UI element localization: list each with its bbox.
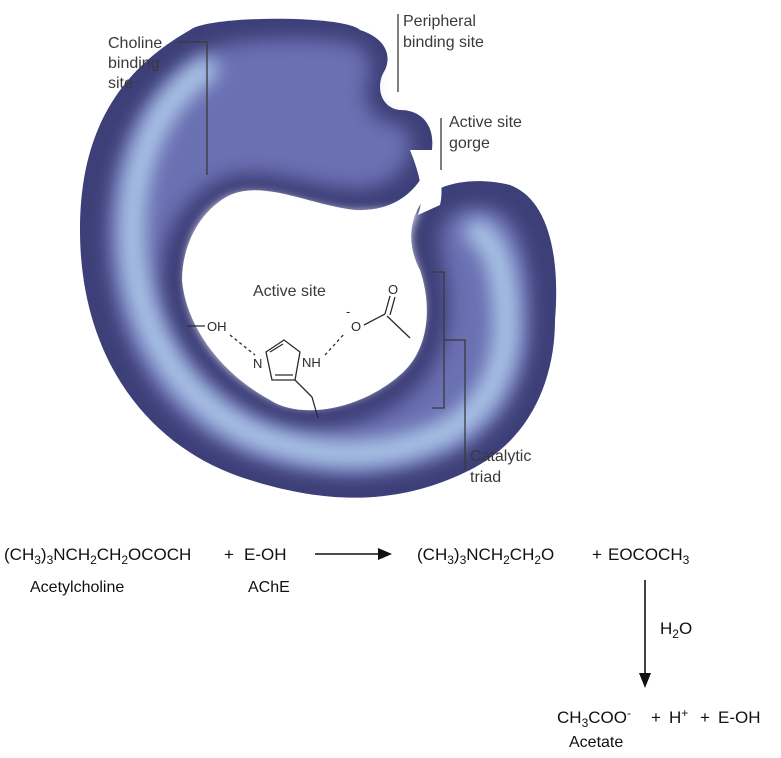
- reaction-scheme: (CH3)3NCH2CH2OCOCH + E-OH Acetylcholine …: [4, 545, 761, 751]
- enzyme-shape: [80, 18, 557, 498]
- triad-leader: [444, 339, 466, 470]
- choline-label-line-2: binding: [108, 55, 160, 72]
- hbond-his-glu: [324, 332, 346, 356]
- glutamate-carbonyl-o: O: [388, 282, 398, 297]
- plus-sign-1: +: [224, 545, 234, 564]
- choline-label-line-3: site: [108, 75, 133, 92]
- choline-leader: [178, 41, 208, 175]
- glutamate-bond: [386, 315, 411, 339]
- enzyme-body-mid: [108, 39, 531, 475]
- plus-sign-4: +: [700, 708, 710, 727]
- catalytic-triad-structure: [187, 295, 411, 419]
- histidine-n-label: N: [253, 356, 262, 371]
- triad-label-line-1: Catalytic: [470, 448, 531, 465]
- choline-label-line-1: Choline: [108, 35, 162, 52]
- diagram-labels: Choline binding site Peripheral binding …: [108, 13, 531, 486]
- enzyme-formula: E-OH: [244, 545, 287, 564]
- histidine-nh-label: NH: [302, 355, 321, 370]
- enzyme-name: AChE: [248, 579, 290, 596]
- carbonyl-double-2: [389, 296, 396, 316]
- peripheral-label-line-1: Peripheral: [403, 13, 476, 30]
- proton-formula: H+: [669, 706, 688, 727]
- gorge-label-line-1: Active site: [449, 114, 522, 131]
- acetate-name: Acetate: [569, 734, 623, 751]
- acetylcholine-formula: (CH3)3NCH2CH2OCOCH: [4, 545, 191, 567]
- active-site-label: Active site: [253, 283, 326, 300]
- plus-sign-2: +: [592, 545, 602, 564]
- gorge-label-line-2: gorge: [449, 135, 490, 152]
- plus-sign-3: +: [651, 708, 661, 727]
- triad-chem-labels: OH N NH - O O: [207, 282, 398, 371]
- hydrolysis-arrow-head: [639, 673, 651, 688]
- carbonyl-double-1: [384, 295, 391, 315]
- serine-oh-label: OH: [207, 319, 227, 334]
- enzyme-highlight: [118, 57, 520, 467]
- acetylated-enzyme-formula: EOCOCH3: [608, 545, 690, 567]
- reaction-arrow-head: [378, 548, 392, 560]
- water-label: H2O: [660, 619, 692, 641]
- glutamate-minus-sign: -: [346, 304, 350, 319]
- leader-lines: [178, 14, 466, 470]
- acetylcholine-name: Acetylcholine: [30, 579, 124, 596]
- regenerated-enzyme-formula: E-OH: [718, 708, 761, 727]
- carboxylate-bond: [363, 313, 386, 326]
- imidazole-ring: [265, 339, 301, 381]
- active-site-gorge: [410, 150, 442, 215]
- triad-label-line-2: triad: [470, 469, 501, 486]
- peripheral-label-line-2: binding site: [403, 34, 484, 51]
- choline-product-formula: (CH3)3NCH2CH2O: [417, 545, 554, 567]
- glutamate-o-label: O: [351, 319, 361, 334]
- hbond-ser-his: [229, 334, 256, 356]
- acetate-formula: CH3COO-: [557, 706, 631, 730]
- histidine-bond: [294, 379, 313, 398]
